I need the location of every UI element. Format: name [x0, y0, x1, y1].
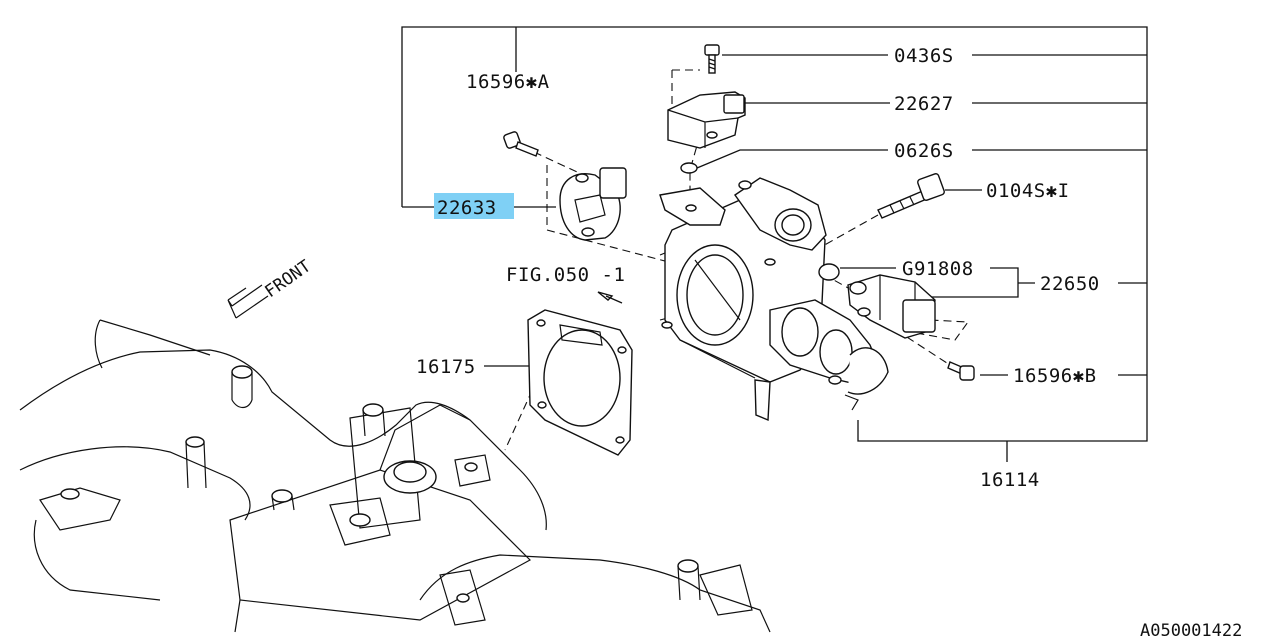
- label-16596b[interactable]: 16596✱B: [1013, 365, 1097, 387]
- throttle-body-16114: [659, 177, 889, 422]
- leader-lines: [401, 26, 1148, 462]
- screw-16596b: [947, 361, 975, 381]
- label-0104s[interactable]: 0104S✱I: [986, 180, 1070, 202]
- gasket-16175: [527, 309, 633, 456]
- sensor-22633: [559, 167, 627, 241]
- label-16114[interactable]: 16114: [980, 469, 1040, 491]
- label-22650[interactable]: 22650: [1040, 273, 1100, 295]
- label-22633[interactable]: 22633: [437, 197, 497, 219]
- screw-16596a: [503, 131, 539, 157]
- front-arrow-icon: FRONT: [227, 256, 315, 319]
- fig-arrow-icon: [597, 291, 614, 301]
- label-16596a[interactable]: 16596✱A: [466, 71, 550, 93]
- bolt-0104s: [877, 173, 945, 219]
- front-label: FRONT: [261, 256, 314, 302]
- label-0626s[interactable]: 0626S: [894, 140, 954, 162]
- diagram-id: A050001422: [1140, 621, 1242, 640]
- label-0436s[interactable]: 0436S: [894, 45, 954, 67]
- label-16175[interactable]: 16175: [416, 356, 476, 378]
- sensor-22627: [667, 91, 746, 149]
- label-g91808[interactable]: G91808: [902, 258, 974, 280]
- oring-0626s: [680, 162, 698, 174]
- label-22627[interactable]: 22627: [894, 93, 954, 115]
- oring-g91808: [818, 263, 840, 281]
- label-fig-050-1[interactable]: FIG.050 -1: [506, 264, 625, 286]
- valve-22650: [847, 274, 936, 339]
- screw-0436s: [704, 44, 720, 74]
- part-highlight: [434, 193, 514, 219]
- intake-manifold: [19, 319, 771, 633]
